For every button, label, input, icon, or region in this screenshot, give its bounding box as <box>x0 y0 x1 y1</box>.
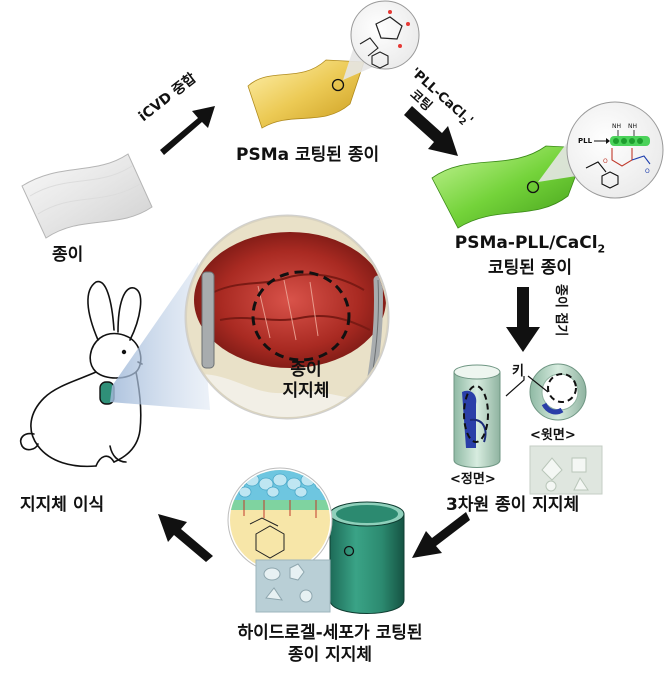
psma-paper <box>247 59 365 129</box>
key-pointer-top <box>527 375 549 393</box>
label-psma-pll-line2: 코팅된 종이 <box>487 257 573 278</box>
paper-sheet <box>21 153 153 239</box>
hydrogel-sample-photo <box>255 559 331 613</box>
label-photo-line1: 종이 <box>290 360 322 380</box>
arrow-transplant <box>158 514 213 562</box>
label-transplant: 지지체 이식 <box>20 495 105 515</box>
label-psma-pll-main: PSMa-PLL/CaCl <box>454 233 598 253</box>
sample-circle <box>331 78 345 92</box>
key-pointer-front <box>505 376 525 397</box>
molecule-bubble-psma <box>350 0 420 70</box>
arrow-pll-coating <box>404 106 458 156</box>
chem-nh2-a: NH <box>612 123 621 130</box>
chem-o-1: O <box>603 158 608 165</box>
label-photo-line2: 지지체 <box>282 381 330 402</box>
scaffold-top-view <box>529 363 587 421</box>
arrow-fold <box>506 287 540 352</box>
cell-layer-bubble <box>227 467 333 573</box>
cylinder-scaffold <box>329 501 405 614</box>
label-top-view: <윗면> <box>530 428 576 443</box>
sample-circle-3 <box>343 545 355 557</box>
arrow-to-hydrogel <box>412 512 470 558</box>
arrow-icvd <box>160 106 215 155</box>
key-highlight-front <box>463 385 489 443</box>
label-psma-pll-sub: 2 <box>597 242 606 256</box>
label-hydrogel-line2: 종이 지지체 <box>287 645 373 666</box>
label-paper: 종이 <box>52 245 84 265</box>
key-highlight-top <box>547 373 577 403</box>
label-fold: 종이 접기 <box>553 284 568 337</box>
label-front-view: <정면> <box>450 472 496 487</box>
chem-o-2: O <box>645 168 650 175</box>
label-hydrogel-line1: 하이드로겔-세포가 코팅된 <box>237 623 423 643</box>
scaffold-sample-photo <box>529 445 603 495</box>
label-psma: PSMa 코팅된 종이 <box>236 145 380 165</box>
label-hydrogel: 하이드로겔-세포가 코팅된 종이 지지체 <box>190 622 470 666</box>
label-photo: 종이 지지체 <box>266 360 346 403</box>
chem-nh2-b: NH <box>628 123 637 130</box>
label-scaffold3d: 3차원 종이 지지체 <box>446 495 580 515</box>
label-psma-pll: PSMa-PLL/CaCl2 코팅된 종이 <box>430 232 630 279</box>
scaffold-highlight <box>251 270 351 362</box>
chem-pll: PLL <box>578 137 593 145</box>
zoom-beam <box>110 262 210 410</box>
molecule-bubble-pll: PLL NH NH O O <box>566 101 664 199</box>
label-key: 키 <box>512 364 524 379</box>
scaffold-front-view <box>453 364 501 468</box>
sample-circle-2 <box>526 180 540 194</box>
